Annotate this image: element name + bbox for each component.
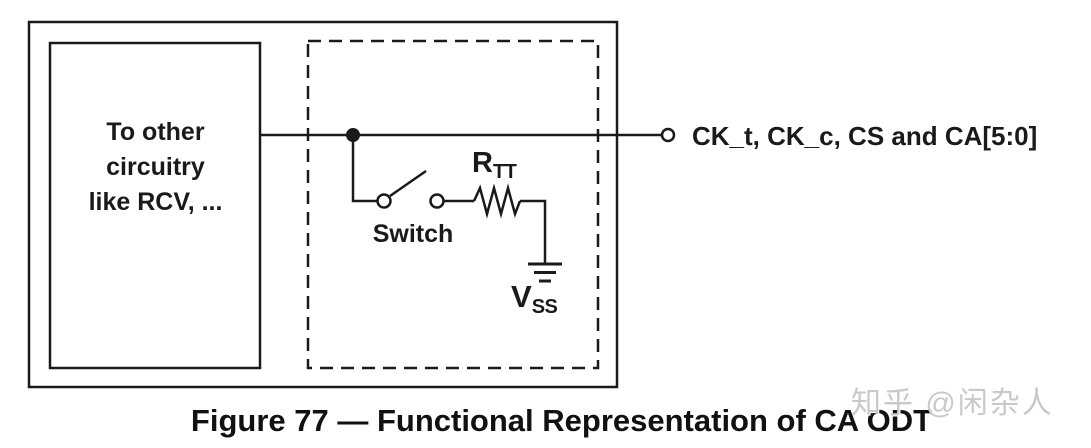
other-circuitry-box <box>48 41 262 370</box>
resistor-rtt-label: RTT <box>472 147 517 184</box>
ground-wire <box>520 199 547 263</box>
switch-contact-b <box>429 193 445 209</box>
vss-main: V <box>511 279 532 314</box>
resistor-symbol <box>472 183 522 219</box>
switch-lever <box>389 169 427 198</box>
resistor-rtt-main: R <box>472 147 493 179</box>
figure-caption: Figure 77 — Functional Representation of… <box>190 403 933 438</box>
output-signals-label: CK_t, CK_c, CS and CA[5:0] <box>692 121 1038 151</box>
switch-label: Switch <box>372 220 454 248</box>
vss-label: VSS <box>511 279 558 319</box>
pad-terminal-circle <box>660 127 676 143</box>
device-outline-box <box>27 20 619 389</box>
other-circuitry-line-2: circuitry <box>106 153 205 181</box>
resistor-rtt-subscript: TT <box>492 161 517 183</box>
other-circuitry-line-3: like RCV, ... <box>88 188 223 216</box>
watermark-text: 知乎 @闲杂人 <box>851 387 1054 420</box>
other-circuitry-label: To other circuitry like RCV, ... <box>53 43 258 220</box>
other-circuitry-line-1: To other <box>106 118 205 146</box>
switch-contact-a <box>376 193 392 209</box>
vss-subscript: SS <box>531 296 558 318</box>
odt-dashed-box <box>306 39 600 370</box>
switch-feed-wire <box>351 135 377 203</box>
